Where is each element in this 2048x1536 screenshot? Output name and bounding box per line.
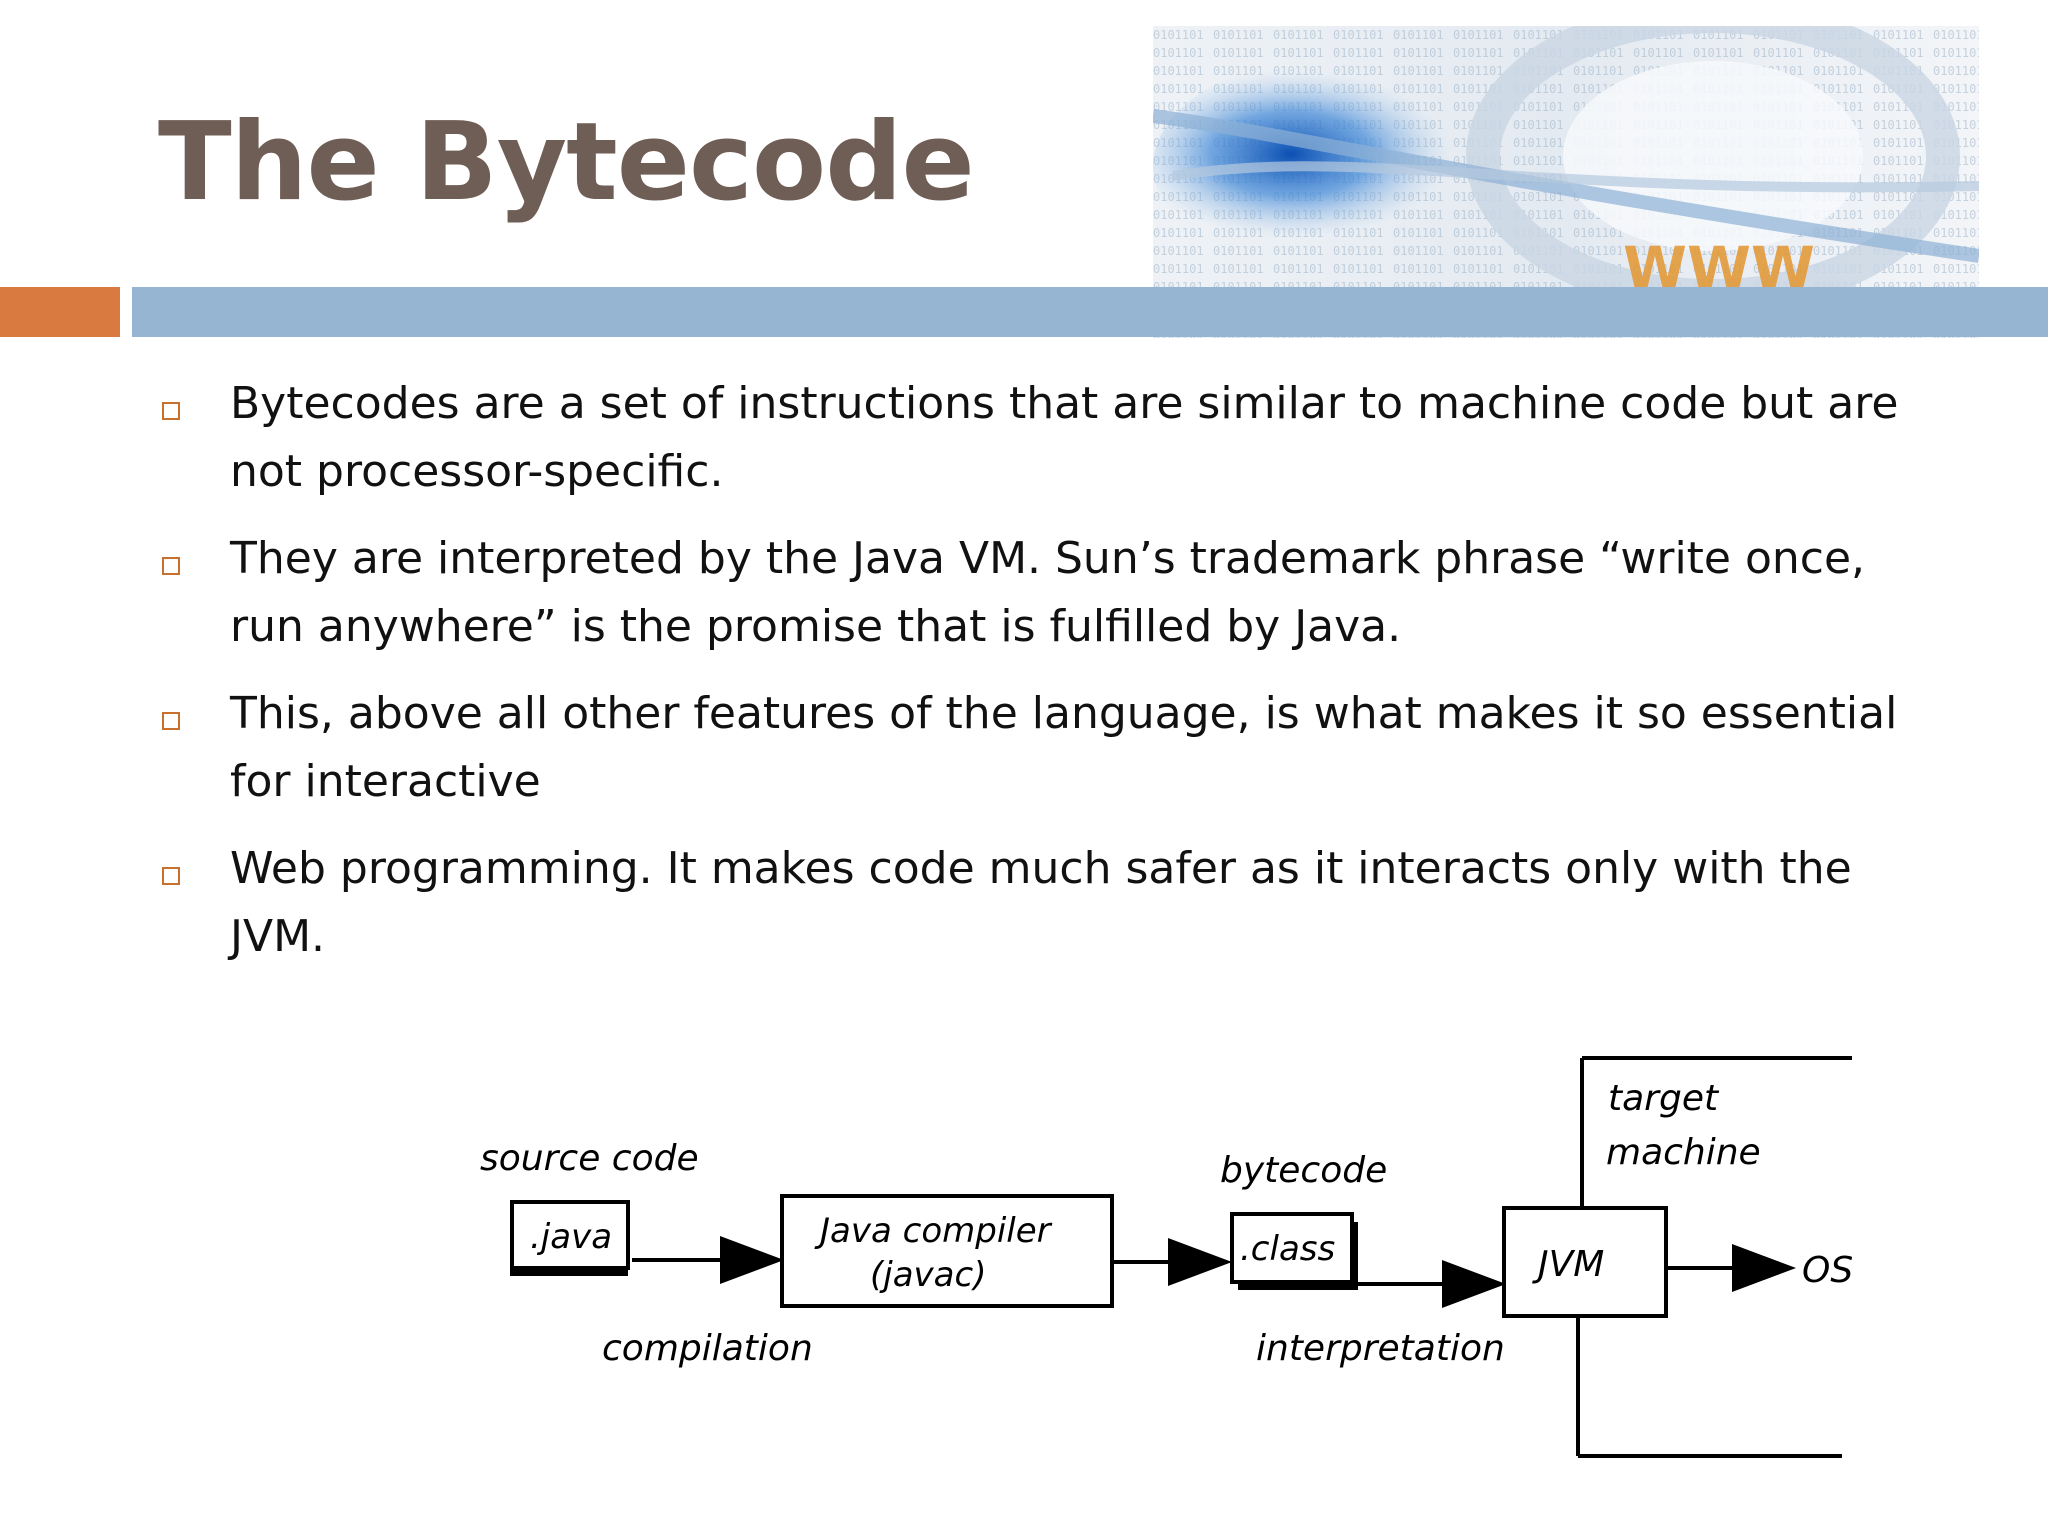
compiler-label-line1: Java compiler (814, 1211, 1053, 1251)
bullet-text-line: Web programming. It makes code much safe… (230, 843, 1852, 894)
jvm-box-label: JVM (1532, 1244, 1604, 1285)
bullet-text-line: They are interpreted by the Java VM. Sun… (230, 533, 1866, 584)
interpretation-label: interpretation (1256, 1328, 1505, 1369)
java-box (510, 1200, 630, 1270)
bullet-text-line: run anywhere” is the promise that is ful… (230, 601, 1402, 652)
square-bullet-icon (162, 712, 180, 730)
page-title: The Bytecode (158, 100, 975, 225)
binary-globe-www-icon: 0101101 WWW (1153, 26, 1979, 338)
list-item: This, above all other features of the la… (150, 680, 1930, 816)
compiler-label-line2: (javac) (870, 1255, 986, 1295)
list-item: Bytecodes are a set of instructions that… (150, 370, 1930, 506)
bullet-text-line: This, above all other features of the la… (230, 688, 1898, 739)
compilation-label: compilation (602, 1328, 813, 1369)
bullet-text-line: JVM. (230, 911, 326, 962)
square-bullet-icon (162, 557, 180, 575)
class-box-label: .class (1240, 1229, 1335, 1269)
square-bullet-icon (162, 402, 180, 420)
bullet-text-line: Bytecodes are a set of instructions that… (230, 378, 1899, 429)
bullet-text-line: for interactive (230, 756, 541, 807)
list-item: Web programming. It makes code much safe… (150, 835, 1930, 971)
compiler-box (780, 1194, 1114, 1308)
bytecode-label: bytecode (1220, 1150, 1387, 1191)
list-item: They are interpreted by the Java VM. Sun… (150, 525, 1930, 661)
accent-bar-orange (0, 287, 120, 337)
target-label-line1: target (1608, 1078, 1720, 1119)
source-code-label: source code (480, 1138, 699, 1179)
bullet-list: Bytecodes are a set of instructions that… (150, 370, 1930, 990)
java-box-label: .java (530, 1217, 612, 1257)
target-label-line2: machine (1606, 1132, 1761, 1173)
square-bullet-icon (162, 867, 180, 885)
bullet-text-line: not processor-specific. (230, 446, 724, 497)
os-label: OS (1802, 1250, 1853, 1291)
class-box (1230, 1212, 1354, 1284)
accent-bar-blue (132, 287, 2048, 337)
compilation-diagram: source code .java Java compiler (javac) … (220, 1000, 1880, 1500)
jvm-box (1502, 1206, 1668, 1318)
